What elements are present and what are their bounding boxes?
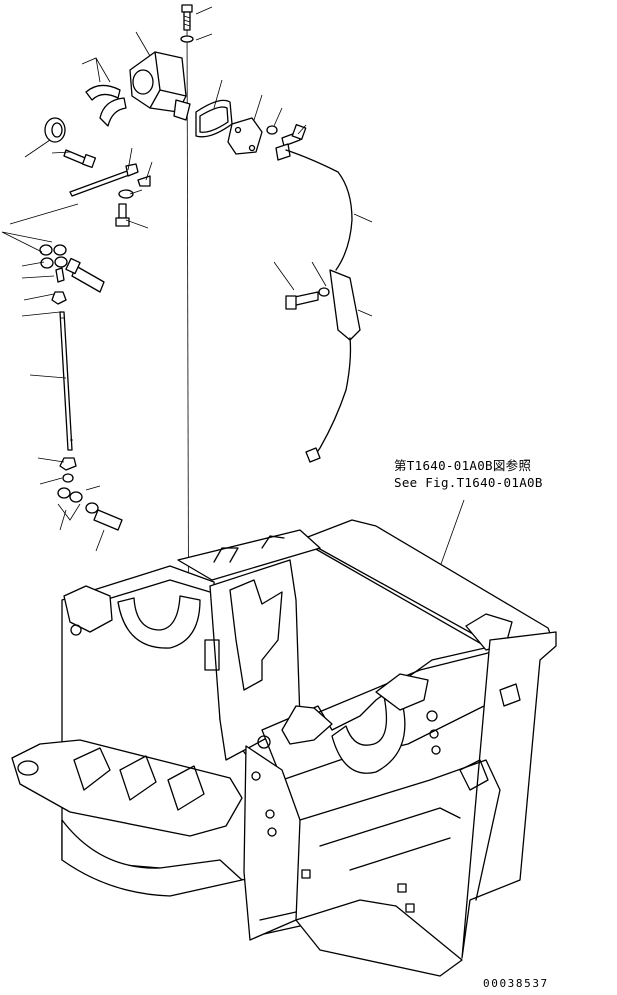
sensor-harness — [275, 143, 361, 463]
sensor-washer — [318, 287, 330, 297]
cover-washer — [266, 125, 278, 135]
sensor-bolt — [285, 291, 319, 310]
top-bolt — [181, 4, 193, 31]
small-pin — [137, 175, 151, 187]
figure-reference-jp: 第T1640-01A0B図参照 — [394, 458, 532, 473]
rod-nuts — [57, 457, 123, 531]
figure-reference-note: 第T1640-01A0B図参照 See Fig.T1640-01A0B — [394, 457, 543, 491]
cover-bolt — [281, 124, 307, 147]
main-frame — [11, 519, 557, 977]
bearing-shells — [85, 84, 127, 127]
threaded-rod — [59, 311, 73, 451]
short-bolt — [115, 203, 130, 227]
left-fastener-stack — [39, 244, 105, 305]
cover-plate — [227, 117, 263, 155]
plug-cap — [44, 117, 66, 143]
callout-leaders — [1, 6, 465, 581]
pin-washer — [118, 189, 134, 199]
figure-reference-en: See Fig.T1640-01A0B — [394, 475, 543, 490]
pin-rod — [69, 163, 139, 197]
top-washer — [180, 35, 194, 43]
gasket-plate — [195, 99, 233, 138]
mid-bolt — [63, 149, 97, 169]
drawing-number: 00038537 — [483, 977, 549, 990]
bracket-housing — [129, 51, 191, 121]
